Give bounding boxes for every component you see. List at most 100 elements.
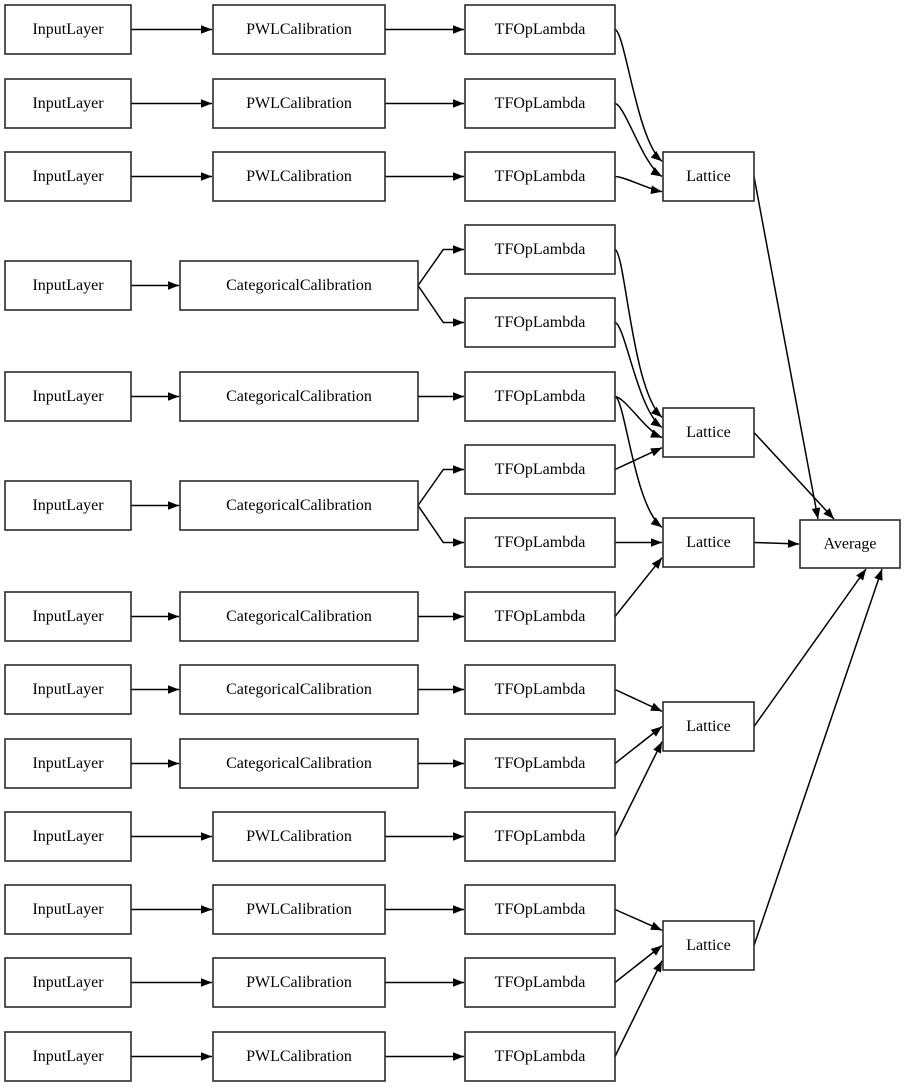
node-inputlayer-in12[interactable]: InputLayer: [4, 957, 132, 1008]
edge-op15-to-lat5: [614, 960, 663, 1057]
node-tfoplambda-op12[interactable]: TFOpLambda: [464, 811, 616, 862]
arrowhead-icon: [650, 406, 662, 418]
node-categoricalcalibration-cal9[interactable]: CategoricalCalibration: [179, 738, 419, 789]
node-categoricalcalibration-cal4[interactable]: CategoricalCalibration: [179, 260, 419, 311]
node-inputlayer-in10[interactable]: InputLayer: [4, 811, 132, 862]
arrowhead-icon: [823, 508, 834, 519]
node-tfoplambda-op1[interactable]: TFOpLambda: [464, 4, 616, 55]
node-box: [464, 957, 616, 1008]
arrowhead-icon: [453, 978, 464, 987]
node-tfoplambda-op9[interactable]: TFOpLambda: [464, 591, 616, 642]
node-tfoplambda-op13[interactable]: TFOpLambda: [464, 884, 616, 935]
arrowhead-icon: [453, 465, 464, 474]
arrowhead-icon: [201, 905, 212, 914]
node-tfoplambda-op5[interactable]: TFOpLambda: [464, 297, 616, 348]
arrowhead-icon: [453, 905, 464, 914]
node-average-avg[interactable]: Average: [799, 519, 901, 569]
arrowhead-icon: [453, 832, 464, 841]
node-box: [179, 371, 419, 422]
node-tfoplambda-op10[interactable]: TFOpLambda: [464, 664, 616, 715]
node-box: [464, 4, 616, 55]
node-tfoplambda-op2[interactable]: TFOpLambda: [464, 78, 616, 129]
node-inputlayer-in4[interactable]: InputLayer: [4, 260, 132, 311]
node-pwlcalibration-cal3[interactable]: PWLCalibration: [212, 151, 386, 202]
node-box: [464, 297, 616, 348]
node-tfoplambda-op7[interactable]: TFOpLambda: [464, 444, 616, 495]
arrowhead-icon: [168, 392, 179, 401]
node-lattice-lat2[interactable]: Lattice: [662, 407, 755, 458]
node-pwlcalibration-cal1[interactable]: PWLCalibration: [212, 4, 386, 55]
arrowhead-icon: [650, 726, 662, 737]
node-pwlcalibration-cal13[interactable]: PWLCalibration: [212, 1031, 386, 1082]
node-box: [464, 151, 616, 202]
node-box: [212, 884, 386, 935]
node-box: [464, 738, 616, 789]
node-box: [212, 1031, 386, 1082]
node-tfoplambda-op15[interactable]: TFOpLambda: [464, 1031, 616, 1082]
node-inputlayer-in2[interactable]: InputLayer: [4, 78, 132, 129]
node-inputlayer-in11[interactable]: InputLayer: [4, 884, 132, 935]
node-box: [4, 957, 132, 1008]
arrowhead-icon: [453, 25, 464, 34]
node-pwlcalibration-cal10[interactable]: PWLCalibration: [212, 811, 386, 862]
node-categoricalcalibration-cal7[interactable]: CategoricalCalibration: [179, 591, 419, 642]
node-pwlcalibration-cal2[interactable]: PWLCalibration: [212, 78, 386, 129]
arrowhead-icon: [201, 172, 212, 181]
node-inputlayer-in1[interactable]: InputLayer: [4, 4, 132, 55]
node-tfoplambda-op6[interactable]: TFOpLambda: [464, 371, 616, 422]
node-lattice-lat4[interactable]: Lattice: [662, 701, 755, 752]
node-categoricalcalibration-cal8[interactable]: CategoricalCalibration: [179, 664, 419, 715]
node-categoricalcalibration-cal6[interactable]: CategoricalCalibration: [179, 480, 419, 531]
edge-cal4-to-op5: [417, 285, 464, 324]
node-inputlayer-in13[interactable]: InputLayer: [4, 1031, 132, 1082]
node-box: [179, 664, 419, 715]
arrowhead-icon: [168, 612, 179, 621]
arrowhead-icon: [651, 538, 662, 547]
edge-lat2-to-avg: [753, 431, 835, 520]
node-categoricalcalibration-cal5[interactable]: CategoricalCalibration: [179, 371, 419, 422]
edge-cal6-to-op8: [417, 505, 464, 544]
node-inputlayer-in8[interactable]: InputLayer: [4, 664, 132, 715]
node-box: [662, 920, 755, 971]
node-inputlayer-in5[interactable]: InputLayer: [4, 371, 132, 422]
node-inputlayer-in7[interactable]: InputLayer: [4, 591, 132, 642]
node-box: [212, 78, 386, 129]
node-inputlayer-in6[interactable]: InputLayer: [4, 480, 132, 531]
arrowhead-icon: [453, 538, 464, 547]
arrowhead-icon: [650, 167, 662, 177]
node-inputlayer-in3[interactable]: InputLayer: [4, 151, 132, 202]
arrowhead-icon: [453, 612, 464, 621]
node-pwlcalibration-cal11[interactable]: PWLCalibration: [212, 884, 386, 935]
node-inputlayer-in9[interactable]: InputLayer: [4, 738, 132, 789]
node-box: [4, 4, 132, 55]
node-box: [212, 811, 386, 862]
node-pwlcalibration-cal12[interactable]: PWLCalibration: [212, 957, 386, 1008]
node-box: [4, 151, 132, 202]
node-box: [464, 78, 616, 129]
node-tfoplambda-op4[interactable]: TFOpLambda: [464, 224, 616, 275]
arrowhead-icon: [650, 185, 662, 195]
arrowhead-icon: [201, 99, 212, 108]
arrowhead-icon: [787, 539, 799, 548]
node-tfoplambda-op8[interactable]: TFOpLambda: [464, 517, 616, 568]
arrowhead-icon: [651, 557, 662, 569]
arrowhead-icon: [453, 759, 464, 768]
node-lattice-lat1[interactable]: Lattice: [662, 151, 755, 202]
node-tfoplambda-op11[interactable]: TFOpLambda: [464, 738, 616, 789]
node-box: [662, 517, 755, 568]
node-box: [464, 224, 616, 275]
node-tfoplambda-op3[interactable]: TFOpLambda: [464, 151, 616, 202]
arrowhead-icon: [201, 978, 212, 987]
node-box: [4, 78, 132, 129]
node-box: [4, 260, 132, 311]
arrowhead-icon: [453, 172, 464, 181]
arrowhead-icon: [453, 318, 464, 327]
node-tfoplambda-op14[interactable]: TFOpLambda: [464, 957, 616, 1008]
node-lattice-lat3[interactable]: Lattice: [662, 517, 755, 568]
node-box: [464, 444, 616, 495]
arrowhead-icon: [168, 685, 179, 694]
arrowhead-icon: [201, 25, 212, 34]
arrowhead-icon: [650, 447, 662, 457]
node-box: [464, 517, 616, 568]
node-lattice-lat5[interactable]: Lattice: [662, 920, 755, 971]
